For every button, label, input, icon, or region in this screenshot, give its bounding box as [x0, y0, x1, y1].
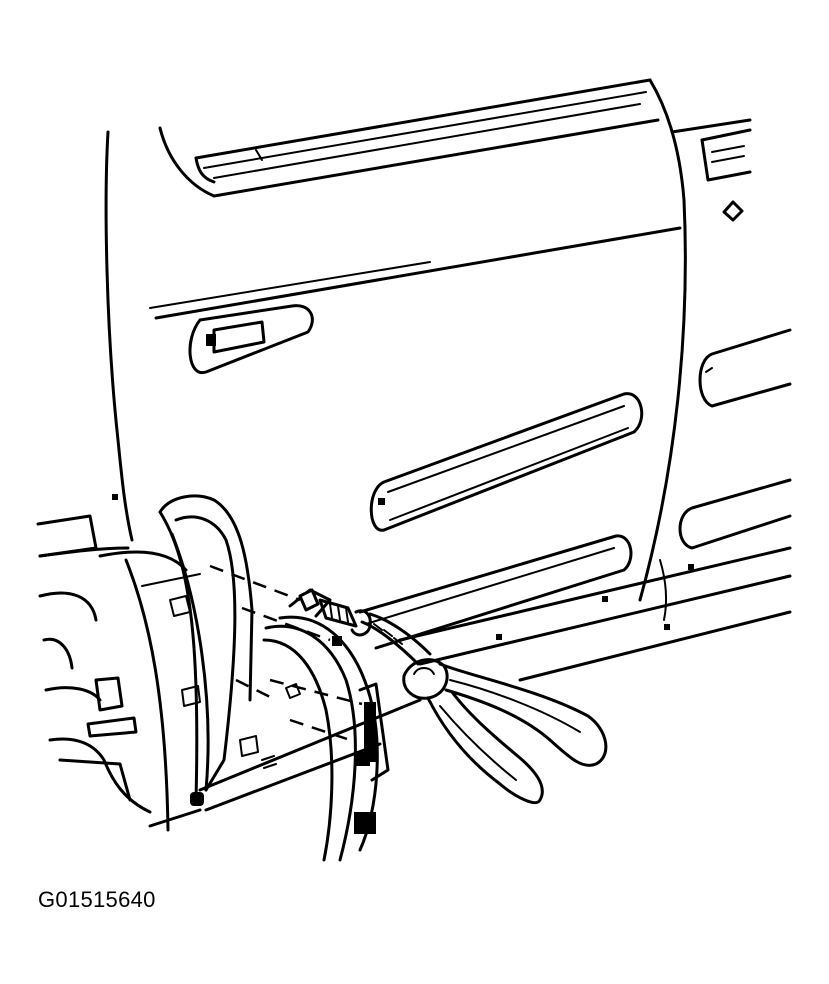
retainer-clip-icon [298, 588, 372, 646]
figure-code-label: G01515640 [38, 887, 156, 912]
vehicle-body-side-icon [36, 78, 792, 832]
removed-molding-piece [262, 588, 390, 862]
alignment-leader-lines [209, 564, 363, 742]
pliers-icon [360, 612, 608, 805]
wheel-opening-molding-icon [158, 494, 254, 802]
